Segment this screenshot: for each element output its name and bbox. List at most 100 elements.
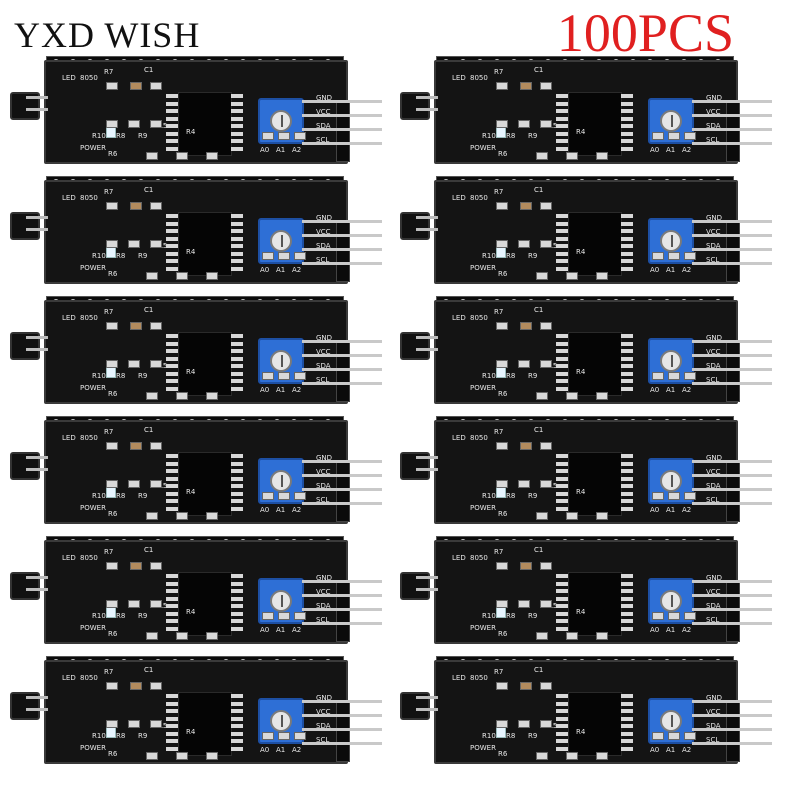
i2c-pin xyxy=(302,714,382,717)
chip-leg xyxy=(621,574,633,578)
silk-a0: A0 xyxy=(260,626,270,634)
chip-leg xyxy=(166,379,178,383)
smd-component xyxy=(540,360,552,368)
potentiometer-knob xyxy=(270,350,292,372)
i2c-pin xyxy=(692,460,772,463)
smd-component xyxy=(150,82,162,90)
silk-scl: SCL xyxy=(316,136,330,144)
jumper-pin xyxy=(416,336,438,339)
silk-a0: A0 xyxy=(260,506,270,514)
silk-8050: 8050 xyxy=(470,434,488,442)
smd-component xyxy=(496,240,508,248)
silk-r5: R5 xyxy=(548,722,558,730)
jumper-pin xyxy=(26,336,48,339)
chip-leg xyxy=(166,461,178,466)
smd-component xyxy=(684,372,696,380)
chip-leg xyxy=(556,116,568,121)
smd-component xyxy=(262,492,274,500)
smd-component xyxy=(668,372,680,380)
chip-leg xyxy=(621,131,633,136)
chip-leg xyxy=(556,101,568,106)
chip-leg xyxy=(621,499,633,503)
smd-component xyxy=(278,492,290,500)
silk-a2: A2 xyxy=(292,266,302,274)
chip-leg xyxy=(166,364,178,368)
chip-leg xyxy=(231,116,243,121)
chip-leg xyxy=(556,701,568,706)
smd-component xyxy=(668,492,680,500)
chip-leg xyxy=(231,251,243,256)
chip-leg xyxy=(621,619,633,623)
potentiometer-slot xyxy=(671,715,673,727)
chip-leg xyxy=(621,139,633,143)
chip-leg xyxy=(231,716,243,721)
smd-component xyxy=(684,732,696,740)
silk-a0: A0 xyxy=(650,386,660,394)
potentiometer-slot xyxy=(671,475,673,487)
chip-leg xyxy=(231,701,243,706)
silk-led: LED xyxy=(452,434,466,442)
smd-component xyxy=(596,632,608,640)
silk-r9: R9 xyxy=(528,252,538,260)
chip-leg xyxy=(166,214,178,218)
chip-leg xyxy=(166,604,178,608)
smd-component xyxy=(536,392,548,400)
chip-leg xyxy=(231,476,243,481)
chip-leg xyxy=(556,499,568,503)
smd-component xyxy=(278,132,290,140)
silk-vcc: VCC xyxy=(316,108,331,116)
chip-leg xyxy=(231,604,243,608)
smd-component xyxy=(520,682,532,690)
silk-sda: SDA xyxy=(316,482,331,490)
silk-vcc: VCC xyxy=(706,708,721,716)
chip-leg xyxy=(556,386,568,391)
smd-component xyxy=(668,732,680,740)
silk-a0: A0 xyxy=(260,146,270,154)
i2c-pin xyxy=(692,248,772,251)
silk-a0: A0 xyxy=(650,746,660,754)
pcb-board: LED 8050 R7 C1 R10 R8 R9 POWER R6 R5 R4 … xyxy=(44,540,350,644)
silk-r4: R4 xyxy=(186,608,196,616)
smd-component xyxy=(128,120,140,128)
smd-component xyxy=(176,752,188,760)
chip-leg xyxy=(231,386,243,391)
potentiometer-slot xyxy=(281,715,283,727)
silk-r8: R8 xyxy=(116,492,126,500)
smd-component xyxy=(518,720,530,728)
chip-leg xyxy=(231,356,243,361)
silk-sda: SDA xyxy=(706,482,721,490)
silk-power: POWER xyxy=(470,264,496,272)
smd-component xyxy=(176,152,188,160)
silk-scl: SCL xyxy=(706,496,720,504)
silk-led: LED xyxy=(62,554,76,562)
smd-component xyxy=(536,272,548,280)
smd-component xyxy=(540,82,552,90)
chip-leg xyxy=(231,349,243,353)
chip-leg xyxy=(231,499,243,503)
smd-component xyxy=(206,512,218,520)
chip-leg xyxy=(621,454,633,458)
i2c-lcd-adapter-module: LED 8050 R7 C1 R10 R8 R9 POWER R6 R5 R4 … xyxy=(2,532,392,650)
chip-leg xyxy=(231,109,243,113)
silk-sda: SDA xyxy=(706,242,721,250)
smd-component xyxy=(496,120,508,128)
silk-r6: R6 xyxy=(498,390,508,398)
chip-leg xyxy=(621,124,633,128)
silk-c1: C1 xyxy=(144,306,154,314)
smd-component xyxy=(262,252,274,260)
pcb-board: LED 8050 R7 C1 R10 R8 R9 POWER R6 R5 R4 … xyxy=(434,300,740,404)
chip-leg xyxy=(556,131,568,136)
chip-leg xyxy=(556,626,568,631)
chip-leg xyxy=(231,146,243,151)
potentiometer-knob xyxy=(270,110,292,132)
pcf8574-chip xyxy=(568,452,622,516)
brand-label: YXD WISH xyxy=(14,15,201,55)
chip-leg xyxy=(166,229,178,233)
silk-led: LED xyxy=(452,194,466,202)
silk-r10: R10 xyxy=(482,372,496,380)
i2c-pin xyxy=(302,248,382,251)
smd-component xyxy=(278,612,290,620)
silk-c1: C1 xyxy=(144,66,154,74)
chip-leg xyxy=(556,716,568,721)
chip-leg xyxy=(166,709,178,713)
